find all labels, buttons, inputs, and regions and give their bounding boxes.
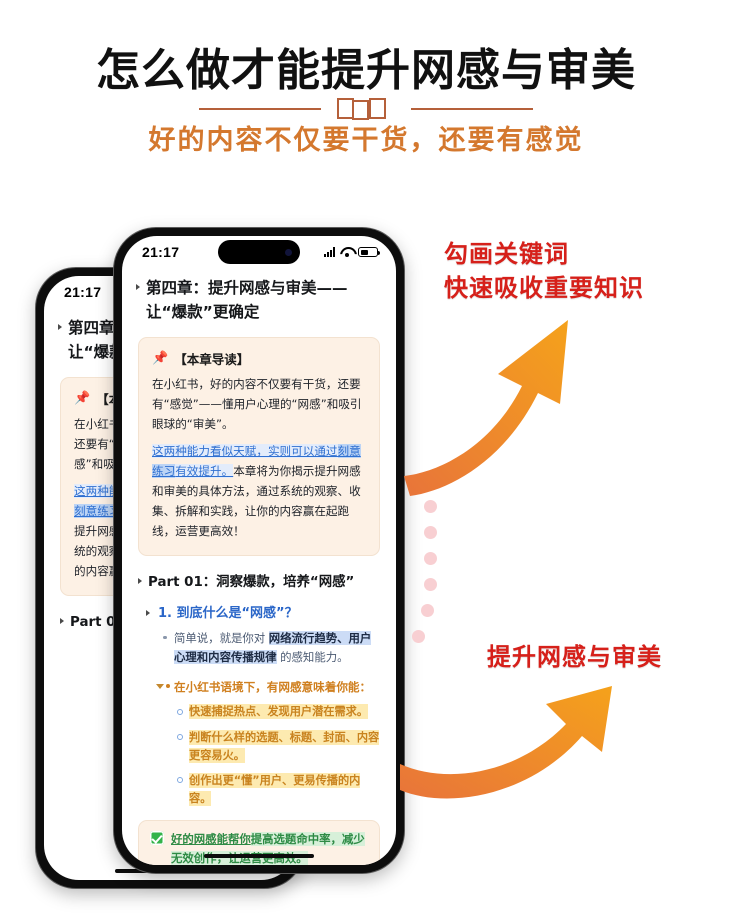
annotation-top: 勾画关键词 快速吸收重要知识 [444,238,644,305]
sub-item-text: 创作出更“懂”用户、更易传播的内容。 [189,772,361,806]
section-heading: 1. 到底什么是“网感”？ [146,602,382,621]
phone-front: 21:17 第四章：提升网感与审美——让“爆款”更确定 📌 【本章导读】 [114,228,404,873]
dynamic-island [218,240,300,264]
part-title-text: Part 01：洞察爆款，培养“网感” [148,574,355,590]
sub-item-text: 判断什么样的选题、标题、封面、内容更容易火。 [189,729,380,763]
collapse-caret-icon[interactable] [138,577,142,584]
document-body: 第四章：提升网感与审美——让“爆款”更确定 📌 【本章导读】 在小红书，好的内容… [122,266,396,865]
collapse-caret-icon[interactable] [146,609,150,616]
annotation-top-line1: 勾画关键词 [444,240,569,268]
battery-icon [358,247,380,257]
sub-item-text: 快速捕捉热点、发现用户潜在需求。 [189,704,369,720]
collapse-caret-icon[interactable] [136,284,140,290]
chapter-heading: 第四章：提升网感与审美——让“爆款”更确定 [136,276,382,324]
page-subtitle: 好的内容不仅要干货，还要有感觉 [148,125,584,156]
home-indicator [204,854,314,858]
section-number: 1. [158,605,172,621]
arrow-up-right-icon [404,320,568,496]
page-title: 怎么做才能提升网感与审美 [96,45,636,96]
status-icons [324,247,380,257]
status-time-back: 21:17 [64,284,102,300]
summary-callout: 好的网感能帮你提高选题命中率，减少无效创作，让运营更高效。 [138,820,380,865]
wifi-icon [340,247,353,257]
list-item-orange: 在小红书语境下，有网感意味着你能： [156,678,382,697]
phone-front-screen: 21:17 第四章：提升网感与审美——让“爆款”更确定 📌 【本章导读】 [122,236,396,865]
collapse-caret-icon[interactable] [60,617,64,624]
dotted-connector [412,474,437,656]
intro-link-part1[interactable]: 这两种能力看似天赋，实则可以通过 [152,443,338,458]
collapse-caret-icon[interactable] [156,683,164,689]
list-item: 创作出更“懂”用户、更易传播的内容。 [176,772,382,808]
intro-para2-rest: 本章将为你揭示提升网感和审美的具体方法，通过系统的观察、收集、拆解和实践，让你的… [152,463,361,538]
intro-para1: 在小红书，好的内容不仅要有干货，还要有“感觉”——懂用户心理的“网感”和吸引眼球… [152,377,362,431]
list-item: 判断什么样的选题、标题、封面、内容更容易火。 [176,729,382,765]
bullet-text-post: 的感知能力。 [276,649,349,664]
pushpin-icon: 📌 [74,391,91,407]
intro-para2: 这两种能力看似天赋，实则可以通过刻意练习有效提升。本章将为你揭示提升网感和审美的… [152,442,366,542]
header-divider [0,96,732,122]
annotation-top-line2: 快速吸收重要知识 [444,273,644,302]
arrow-right-icon [400,686,612,799]
section-title: 到底什么是“网感”？ [176,605,298,621]
intro-callout-title: 📌 【本章导读】 [152,349,366,368]
list-item: 简单说，就是你对 网络流行趋势、用户心理和内容传播规律 的感知能力。 [162,629,382,667]
annotation-bottom: 提升网感与审美 [487,643,662,671]
divider-line-right [411,108,533,110]
signal-bars-icon [324,247,335,257]
pushpin-icon: 📌 [152,351,169,367]
check-icon [150,831,164,846]
intro-callout: 📌 【本章导读】 在小红书，好的内容不仅要有干货，还要有“感觉”——懂用户心理的… [138,337,380,556]
list-item: 快速捕捉热点、发现用户潜在需求。 [176,703,382,721]
orange-bullet-text: 在小红书语境下，有网感意味着你能： [174,679,372,694]
intro-link-part2[interactable]: 有效提升。 [175,463,234,478]
summary-text-pre: 好的网感能帮你 [171,832,251,847]
summary-text: 好的网感能帮你提高选题命中率，减少无效创作，让运营更高效。 [171,830,368,865]
collapse-caret-icon[interactable] [58,324,62,330]
divider-line-left [199,108,321,110]
status-bar: 21:17 [122,236,396,266]
bullet-text-pre: 简单说，就是你对 [174,630,269,645]
front-camera-icon [285,248,292,256]
status-time: 21:17 [142,244,180,260]
chapter-heading-text: 第四章：提升网感与审美——让“爆款”更确定 [146,279,348,322]
part-title: Part 01：洞察爆款，培养“网感” [138,570,382,590]
divider-ornament-icon [335,97,397,121]
intro-callout-label: 【本章导读】 [174,352,250,368]
